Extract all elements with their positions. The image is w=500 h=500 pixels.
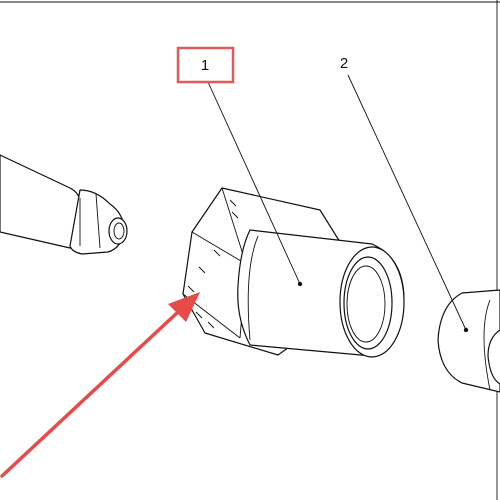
pipe-part	[0, 154, 128, 255]
leader-line-1	[207, 81, 301, 285]
callout-1-highlight-box	[176, 46, 235, 84]
leader-line-2	[347, 74, 467, 331]
callout-label-1: 1	[201, 57, 209, 74]
sleeve-part	[437, 289, 500, 393]
red-arrow-icon	[0, 292, 200, 478]
callout-label-2: 2	[340, 55, 348, 72]
hex-nut-part	[182, 187, 405, 358]
